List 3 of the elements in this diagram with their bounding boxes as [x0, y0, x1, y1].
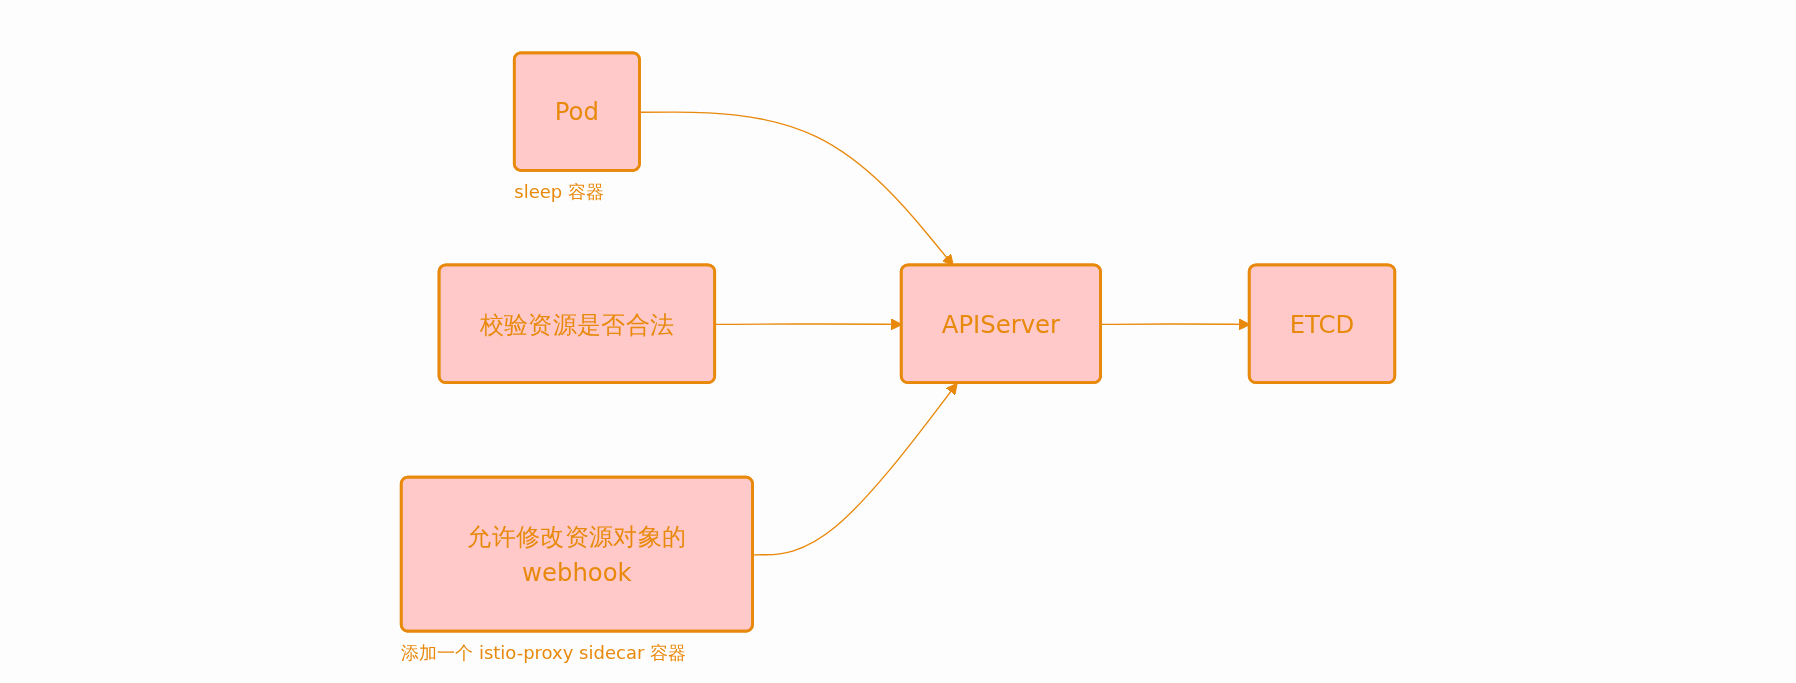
node-caption: sleep 容器 — [514, 179, 604, 204]
node-caption: 添加一个 istio-proxy sidecar 容器 — [401, 640, 687, 665]
arrow — [752, 382, 958, 555]
